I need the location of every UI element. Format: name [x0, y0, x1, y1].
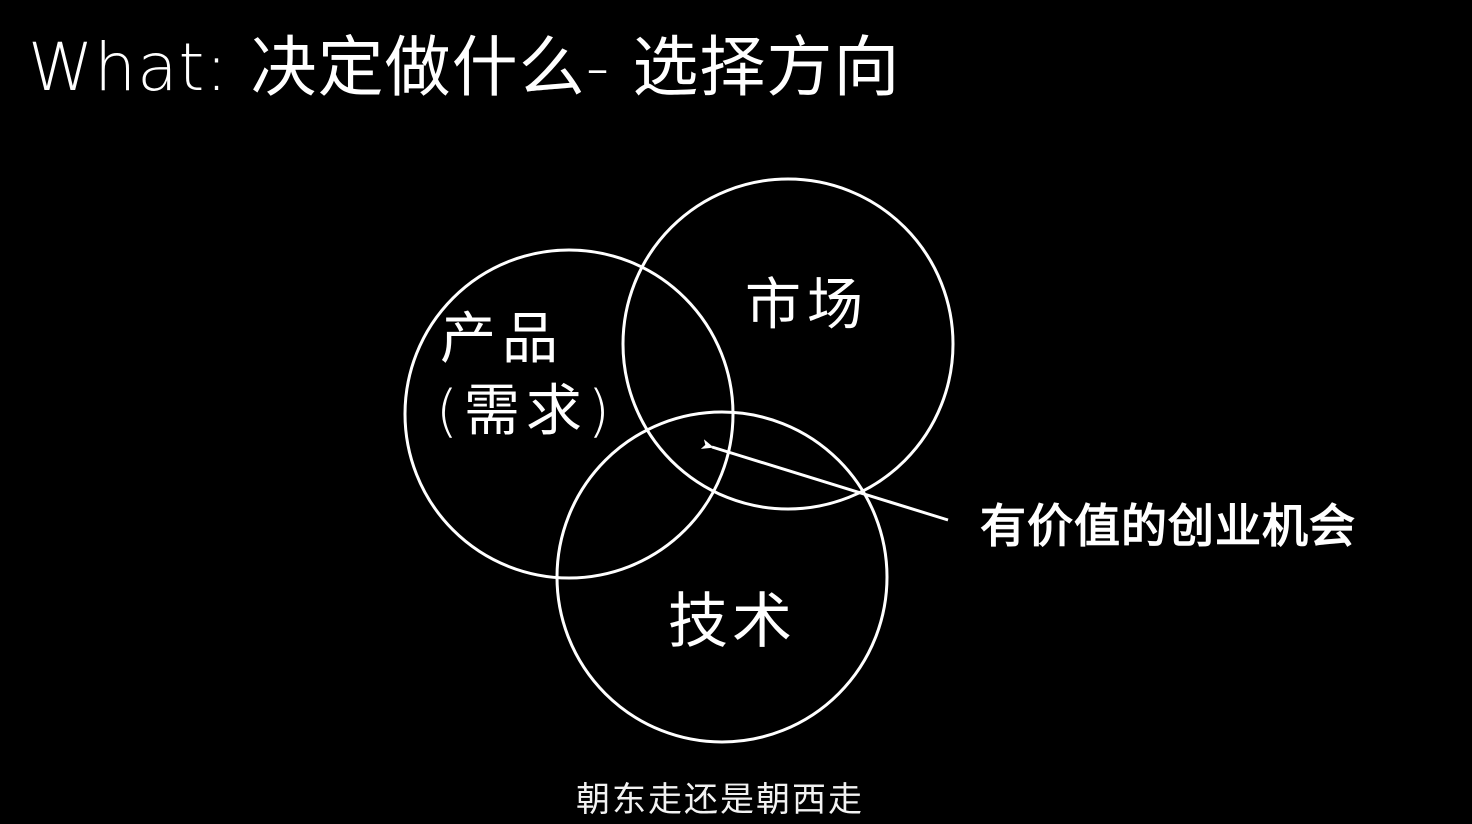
product-label-line2: (需求): [436, 379, 616, 444]
video-subtitle: 朝东走还是朝西走: [576, 780, 864, 820]
market-circle: [621, 177, 955, 511]
market-label: 市场: [745, 273, 869, 338]
product-label: 产品 (需求): [436, 304, 616, 448]
slide-title: What: 决定做什么- 选择方向: [28, 29, 901, 106]
product-circle: [403, 248, 735, 580]
tech-circle: [555, 410, 889, 744]
opportunity-callout-label: 有价值的创业机会: [980, 499, 1356, 553]
callout-arrow: [700, 439, 949, 522]
tech-label: 技术: [668, 587, 796, 657]
product-label-line1: 产品: [440, 307, 564, 372]
